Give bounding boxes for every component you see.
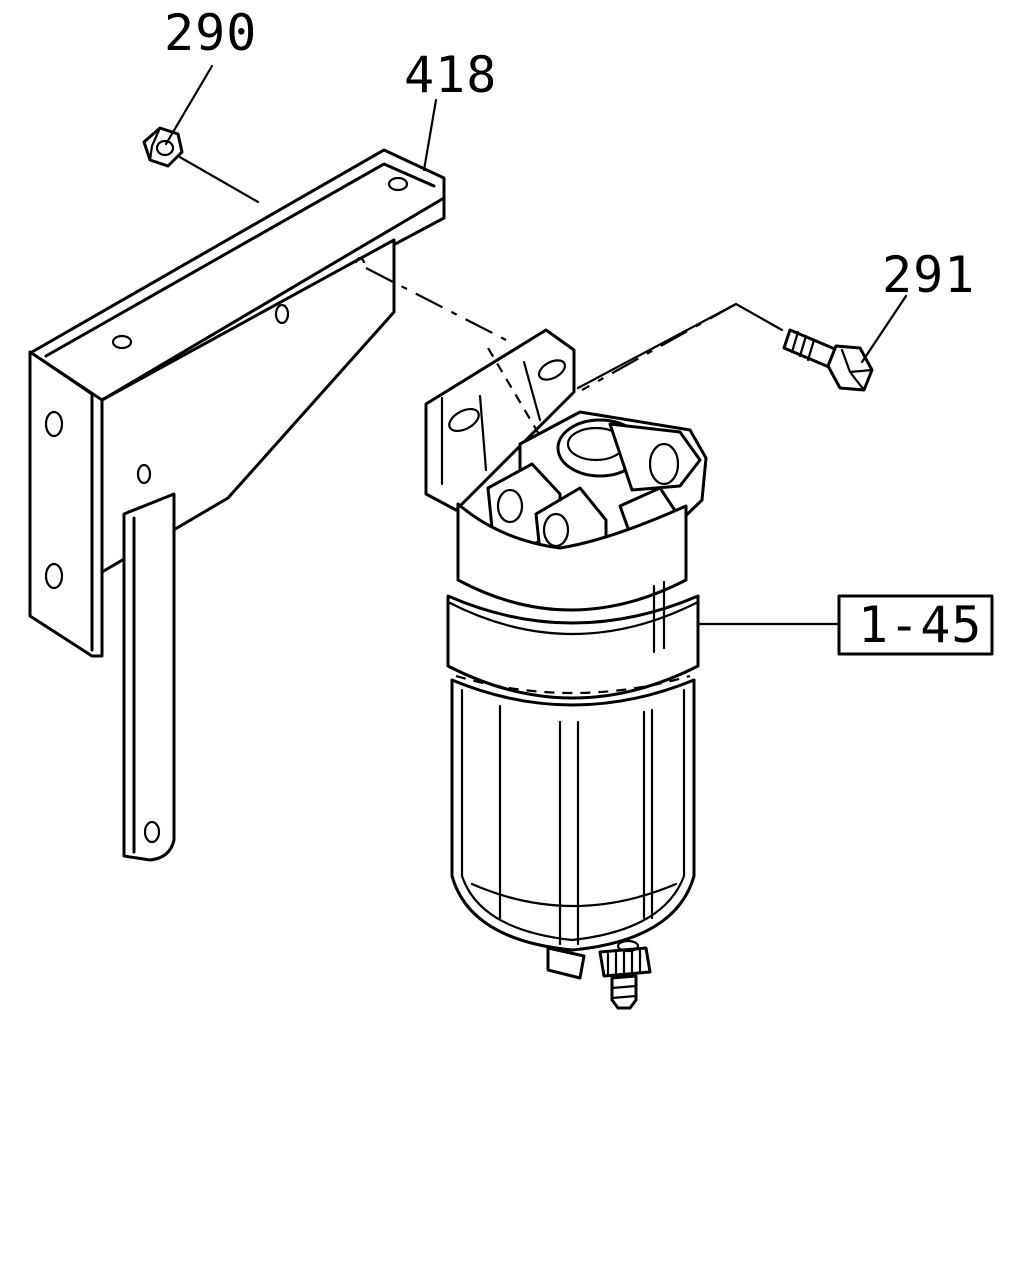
callout-1-45: 1-45 [858, 596, 982, 654]
bracket-418 [28, 148, 446, 658]
callout-291: 291 [882, 246, 975, 304]
leader-lines [164, 64, 908, 626]
nut-290 [142, 126, 184, 168]
filter-bowl [446, 502, 700, 1010]
support-strap [122, 492, 176, 862]
callout-418: 418 [404, 46, 497, 104]
callout-290: 290 [164, 4, 257, 62]
callout-box-1-45 [837, 594, 994, 656]
bolt-291 [782, 328, 874, 392]
